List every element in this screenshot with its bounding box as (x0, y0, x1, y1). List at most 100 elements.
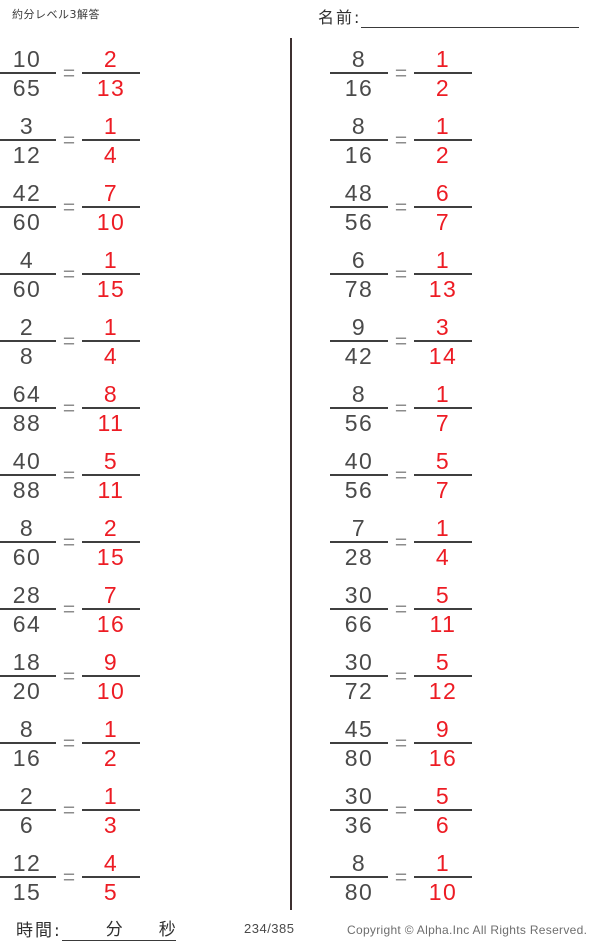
answer-fraction: 2 15 (82, 516, 140, 569)
question-fraction: 64 88 (0, 382, 56, 435)
equals-sign: = (62, 396, 76, 420)
problem-row: 18 20 = 9 10 (0, 643, 268, 710)
answer-numerator: 5 (435, 448, 451, 475)
fraction-bar (330, 206, 388, 208)
fraction-bar (82, 675, 140, 677)
question-denominator: 80 (344, 744, 374, 771)
equals-sign: = (62, 664, 76, 688)
answer-numerator: 8 (103, 381, 119, 408)
answer-denominator: 2 (435, 141, 451, 168)
question-denominator: 16 (12, 744, 42, 771)
answer-numerator: 6 (435, 180, 451, 207)
equals-sign: = (394, 731, 408, 755)
answer-fraction: 1 4 (414, 516, 472, 569)
question-fraction: 40 88 (0, 449, 56, 502)
answer-numerator: 7 (103, 180, 119, 207)
equals-sign: = (394, 329, 408, 353)
fraction-bar (414, 139, 472, 141)
equals-sign: = (394, 530, 408, 554)
question-fraction: 48 56 (330, 181, 388, 234)
time-label: 時間: (16, 921, 62, 941)
problem-row: 10 65 = 2 13 (0, 40, 268, 107)
answer-fraction: 5 12 (414, 650, 472, 703)
question-numerator: 40 (344, 448, 374, 475)
fraction-bar (414, 675, 472, 677)
answer-denominator: 4 (103, 141, 119, 168)
question-denominator: 60 (12, 543, 42, 570)
problem-row: 40 56 = 5 7 (330, 442, 600, 509)
time-field-area: 時間: 分 秒 (16, 916, 176, 941)
answer-denominator: 15 (96, 275, 126, 302)
fraction-bar (82, 340, 140, 342)
answer-denominator: 7 (435, 409, 451, 436)
question-denominator: 56 (344, 409, 374, 436)
answer-numerator: 2 (103, 515, 119, 542)
answer-fraction: 1 7 (414, 382, 472, 435)
question-numerator: 8 (351, 850, 367, 877)
question-numerator: 8 (351, 46, 367, 73)
answer-denominator: 10 (428, 878, 458, 905)
fraction-bar (414, 742, 472, 744)
answer-denominator: 10 (96, 677, 126, 704)
answer-numerator: 1 (435, 113, 451, 140)
question-numerator: 9 (351, 314, 367, 341)
fraction-bar (82, 474, 140, 476)
problem-row: 2 6 = 1 3 (0, 777, 268, 844)
equals-sign: = (62, 530, 76, 554)
problem-row: 45 80 = 9 16 (330, 710, 600, 777)
question-fraction: 12 15 (0, 851, 56, 904)
question-fraction: 2 8 (0, 315, 56, 368)
equals-sign: = (394, 262, 408, 286)
question-numerator: 28 (12, 582, 42, 609)
question-fraction: 10 65 (0, 47, 56, 100)
question-denominator: 12 (12, 141, 42, 168)
question-numerator: 42 (12, 180, 42, 207)
answer-fraction: 1 10 (414, 851, 472, 904)
equals-sign: = (394, 195, 408, 219)
fraction-bar (414, 340, 472, 342)
equals-sign: = (62, 262, 76, 286)
question-numerator: 2 (19, 314, 35, 341)
answer-fraction: 1 2 (414, 114, 472, 167)
equals-sign: = (62, 798, 76, 822)
fraction-bar (330, 139, 388, 141)
answer-denominator: 6 (435, 811, 451, 838)
time-input-blank[interactable]: 分 秒 (61, 919, 176, 941)
question-numerator: 6 (351, 247, 367, 274)
answer-numerator: 2 (103, 46, 119, 73)
question-numerator: 18 (12, 649, 42, 676)
fraction-bar (414, 541, 472, 543)
question-fraction: 2 6 (0, 784, 56, 837)
fraction-bar (330, 541, 388, 543)
answer-numerator: 5 (435, 783, 451, 810)
fraction-bar (0, 206, 56, 208)
answer-fraction: 1 2 (414, 47, 472, 100)
fraction-bar (82, 273, 140, 275)
problem-row: 8 16 = 1 2 (330, 107, 600, 174)
name-input-blank[interactable] (361, 10, 580, 28)
fraction-bar (0, 876, 56, 878)
question-numerator: 64 (12, 381, 42, 408)
fraction-bar (414, 608, 472, 610)
question-denominator: 16 (344, 74, 374, 101)
answer-denominator: 16 (96, 610, 126, 637)
question-numerator: 8 (19, 716, 35, 743)
question-fraction: 8 16 (330, 47, 388, 100)
problem-row: 6 78 = 1 13 (330, 241, 600, 308)
problem-row: 30 72 = 5 12 (330, 643, 600, 710)
answer-denominator: 5 (103, 878, 119, 905)
answer-denominator: 13 (96, 74, 126, 101)
page-title: 約分レベル3解答 (12, 8, 100, 21)
fraction-bar (0, 809, 56, 811)
answer-denominator: 16 (428, 744, 458, 771)
name-field-area: 名前: (318, 4, 580, 28)
answer-denominator: 7 (435, 208, 451, 235)
answer-fraction: 4 5 (82, 851, 140, 904)
answer-denominator: 4 (435, 543, 451, 570)
question-fraction: 8 60 (0, 516, 56, 569)
answer-numerator: 5 (103, 448, 119, 475)
answer-denominator: 11 (97, 476, 125, 503)
problem-row: 30 36 = 5 6 (330, 777, 600, 844)
question-numerator: 30 (344, 649, 374, 676)
answer-numerator: 1 (435, 515, 451, 542)
